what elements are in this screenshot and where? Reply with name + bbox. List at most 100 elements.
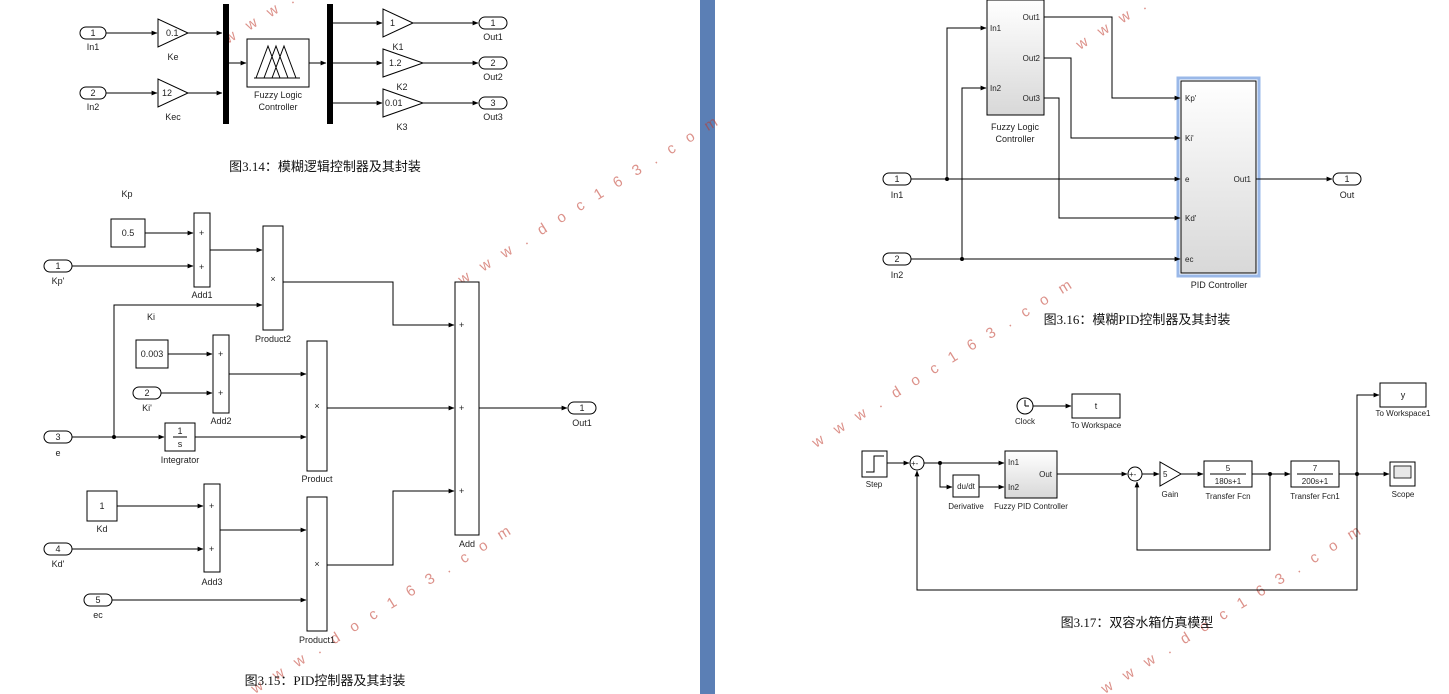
product2-label: Product2 [255, 334, 291, 344]
to-workspace-value: t [1095, 401, 1098, 411]
outport-out3-label: Out3 [483, 112, 503, 122]
inport-kd-number: 4 [55, 544, 60, 554]
inport-e-label: e [55, 448, 60, 458]
pid-port-ec: ec [1185, 255, 1193, 264]
outport-out2-number: 2 [490, 58, 495, 68]
product-label: Product [301, 474, 333, 484]
to-workspace-block[interactable] [1071, 393, 1121, 419]
pid-controller-subsystem[interactable] [1180, 80, 1257, 274]
pid-port-e: e [1185, 175, 1190, 184]
add3-plus-1: + [209, 501, 214, 511]
sum-block-1-signs: +- [911, 459, 919, 468]
demux-bar[interactable] [327, 4, 333, 124]
add3-plus-2: + [209, 544, 214, 554]
flc-port-out2: Out2 [1023, 54, 1041, 63]
add2-plus-1: + [218, 349, 223, 359]
fuzzy-logic-controller-subsystem[interactable] [986, 0, 1045, 116]
pid-port-kp: Kp' [1185, 94, 1197, 103]
ki-label: Ki [147, 312, 155, 322]
kd-label: Kd [96, 524, 107, 534]
constant-0-003-value: 0.003 [141, 349, 164, 359]
add-label: Add [459, 539, 475, 549]
figure-3-14: 1 In1 2 In2 0.1 Ke 12 Kec Fuzzy Logic Co… [79, 4, 508, 174]
integrator-numerator: 1 [177, 426, 182, 436]
inport-ec-number: 5 [95, 595, 100, 605]
add1-plus-1: + [199, 228, 204, 238]
gain-k2[interactable] [382, 48, 425, 78]
outport-out3[interactable] [478, 96, 508, 110]
derivative-label: Derivative [948, 502, 984, 511]
gain-ke[interactable] [157, 18, 190, 48]
outport-out1-label: Out1 [483, 32, 503, 42]
scope-screen-icon [1393, 465, 1412, 479]
outport-out1-pid-number: 1 [579, 403, 584, 413]
inport-ki-label: Ki' [142, 403, 152, 413]
product-block[interactable] [306, 340, 328, 472]
flc-port-in2: In2 [990, 84, 1002, 93]
sum-block-2-signs: +- [1129, 470, 1137, 479]
outport-out1-pid[interactable] [567, 401, 597, 415]
flc-label-line1: Fuzzy Logic [254, 90, 303, 100]
gain-k3-label: K3 [396, 122, 407, 132]
add1-block[interactable] [193, 212, 211, 288]
inport-ec-label: ec [93, 610, 103, 620]
product2-block[interactable] [262, 225, 284, 331]
pid-port-out1: Out1 [1234, 175, 1252, 184]
to-workspace-label: To Workspace [1071, 421, 1122, 430]
add3-block[interactable] [203, 483, 221, 573]
kp-label: Kp [121, 189, 132, 199]
watermark-4: w w w . d o c 1 6 3 . c o m [1072, 0, 1343, 54]
step-label: Step [866, 480, 883, 489]
fpid-port-out: Out [1039, 470, 1053, 479]
constant-0-5[interactable] [110, 218, 146, 248]
add-plus-3: + [459, 486, 464, 496]
gain-block[interactable] [1159, 461, 1183, 487]
outport-out[interactable] [1332, 172, 1362, 186]
add1-label: Add1 [191, 290, 212, 300]
gain-k1[interactable] [382, 8, 415, 38]
scope-label: Scope [1392, 490, 1415, 499]
watermark-3: w w w . d o c 1 6 3 . c o m [247, 520, 518, 694]
add1-plus-2: + [199, 262, 204, 272]
inport-in2-fpid-label: In2 [891, 270, 904, 280]
add2-block[interactable] [212, 334, 230, 414]
mux-bar[interactable] [223, 4, 229, 124]
inport-in1-label: In1 [87, 42, 100, 52]
add-plus-1: + [459, 320, 464, 330]
product1-label: Product1 [299, 635, 335, 645]
inport-in2-label: In2 [87, 102, 100, 112]
gain-kec-value: 12 [162, 88, 172, 98]
flc-label-line2: Controller [258, 102, 297, 112]
outport-out-label: Out [1340, 190, 1355, 200]
outport-out1[interactable] [478, 16, 508, 30]
derivative-block[interactable] [952, 474, 980, 498]
add2-label: Add2 [210, 416, 231, 426]
gain-k1-label: K1 [392, 42, 403, 52]
gain-k3[interactable] [382, 88, 425, 118]
constant-1-value: 1 [99, 501, 104, 511]
flc-sub-label-line2: Controller [995, 134, 1034, 144]
gain-label: Gain [1162, 490, 1179, 499]
figure-3-16: In1 In2 Out1 Out2 Out3 Fuzzy Logic Contr… [882, 0, 1362, 327]
product2-symbol: × [270, 274, 275, 284]
caption-fig-3-15: 图3.15：PID控制器及其封装 [245, 673, 406, 688]
to-workspace1-block[interactable] [1379, 382, 1427, 408]
caption-fig-3-16: 图3.16：模糊PID控制器及其封装 [1044, 312, 1231, 327]
inport-in1-fpid-number: 1 [894, 174, 899, 184]
constant-1[interactable] [86, 490, 118, 522]
transfer-fcn1-numerator: 7 [1313, 464, 1318, 473]
outport-out1-number: 1 [490, 18, 495, 28]
gain-k1-value: 1 [390, 18, 395, 28]
derivative-value: du/dt [957, 482, 976, 491]
transfer-fcn-numerator: 5 [1226, 464, 1231, 473]
outport-out-number: 1 [1344, 174, 1349, 184]
inport-kp-label: Kp' [52, 276, 65, 286]
product1-block[interactable] [306, 496, 328, 632]
fuzzy-pid-controller-block[interactable] [1004, 450, 1058, 499]
caption-fig-3-14: 图3.14：模糊逻辑控制器及其封装 [229, 159, 421, 174]
outport-out3-number: 3 [490, 98, 495, 108]
outport-out2[interactable] [478, 56, 508, 70]
product-symbol: × [314, 401, 319, 411]
add-block[interactable] [454, 281, 480, 536]
gain-kec[interactable] [157, 78, 190, 108]
